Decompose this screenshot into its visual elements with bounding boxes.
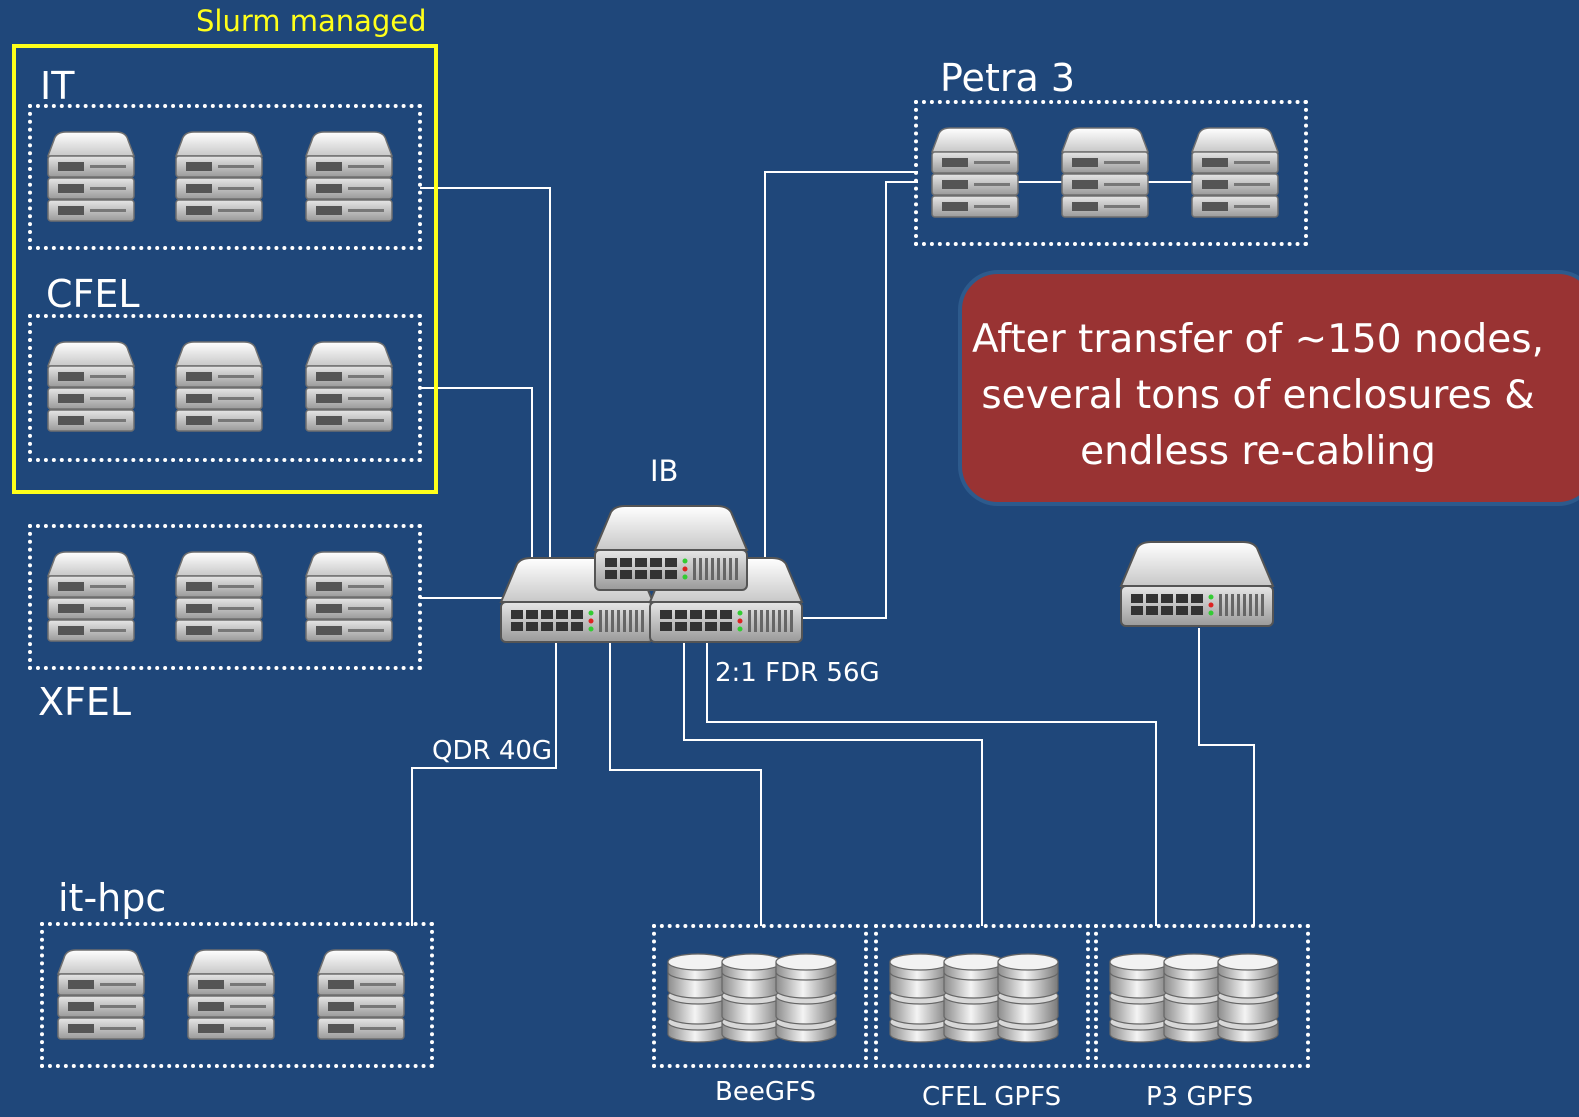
server-node-icon xyxy=(316,948,406,1044)
link-p3gpfs-spare-switch xyxy=(1198,628,1255,926)
storage-disk-icon xyxy=(996,950,1060,1046)
storage-label-cfel-gpfs: CFEL GPFS xyxy=(922,1082,1062,1112)
storage-label-p3-gpfs: P3 GPFS xyxy=(1146,1082,1254,1112)
link-label-fdr: 2:1 FDR 56G xyxy=(715,658,880,688)
group-label-cfel: CFEL xyxy=(46,272,140,316)
server-node-icon xyxy=(46,550,136,646)
server-node-icon xyxy=(56,948,146,1044)
storage-disk-icon xyxy=(774,950,838,1046)
link-it-switch xyxy=(420,187,551,560)
link-label-qdr: QDR 40G xyxy=(432,736,553,766)
server-node-icon xyxy=(304,340,394,436)
link-cfel-switch xyxy=(420,387,533,560)
storage-p3-gpfs-box xyxy=(1094,924,1310,1068)
cluster-cfel xyxy=(28,314,422,462)
server-node-icon xyxy=(174,340,264,436)
cluster-it xyxy=(28,104,422,250)
callout-line-3: endless re-cabling xyxy=(1080,429,1436,474)
transfer-callout: After transfer of ~150 nodes, several to… xyxy=(958,270,1579,506)
ib-switch-icon xyxy=(592,504,750,594)
storage-disk-icon xyxy=(1216,950,1280,1046)
server-node-icon xyxy=(174,130,264,226)
group-label-ithpc: it-hpc xyxy=(58,876,167,920)
cluster-petra xyxy=(914,100,1308,246)
cluster-ithpc xyxy=(40,922,434,1068)
server-node-icon xyxy=(1190,126,1280,222)
server-node-icon xyxy=(186,948,276,1044)
server-node-icon xyxy=(46,130,136,226)
group-label-xfel: XFEL xyxy=(38,680,132,724)
callout-line-1: After transfer of ~150 nodes, xyxy=(971,317,1544,362)
link-petra-switch-b xyxy=(800,181,918,619)
storage-cfel-gpfs-box xyxy=(874,924,1090,1068)
server-node-icon xyxy=(174,550,264,646)
server-node-icon xyxy=(930,126,1020,222)
link-petra-switch-a xyxy=(764,171,918,560)
slurm-managed-label: Slurm managed xyxy=(196,4,427,38)
callout-line-2: several tons of enclosures & xyxy=(981,373,1535,418)
cluster-xfel xyxy=(28,524,422,670)
link-beegfs-switch xyxy=(609,640,762,926)
link-ithpc-switch xyxy=(411,640,557,926)
link-cfelgpfs-switch xyxy=(683,640,983,926)
storage-label-beegfs: BeeGFS xyxy=(715,1077,816,1107)
group-label-it: IT xyxy=(40,64,75,108)
group-label-petra: Petra 3 xyxy=(940,56,1076,100)
server-node-icon xyxy=(1060,126,1150,222)
server-node-icon xyxy=(304,130,394,226)
server-node-icon xyxy=(46,340,136,436)
switch-label-ib: IB xyxy=(650,454,679,488)
storage-beegfs-box xyxy=(652,924,868,1068)
server-node-icon xyxy=(304,550,394,646)
link-p3gpfs-switch xyxy=(706,640,1157,926)
p3-switch-icon xyxy=(1118,540,1276,630)
slurm-managed-box xyxy=(12,44,438,494)
